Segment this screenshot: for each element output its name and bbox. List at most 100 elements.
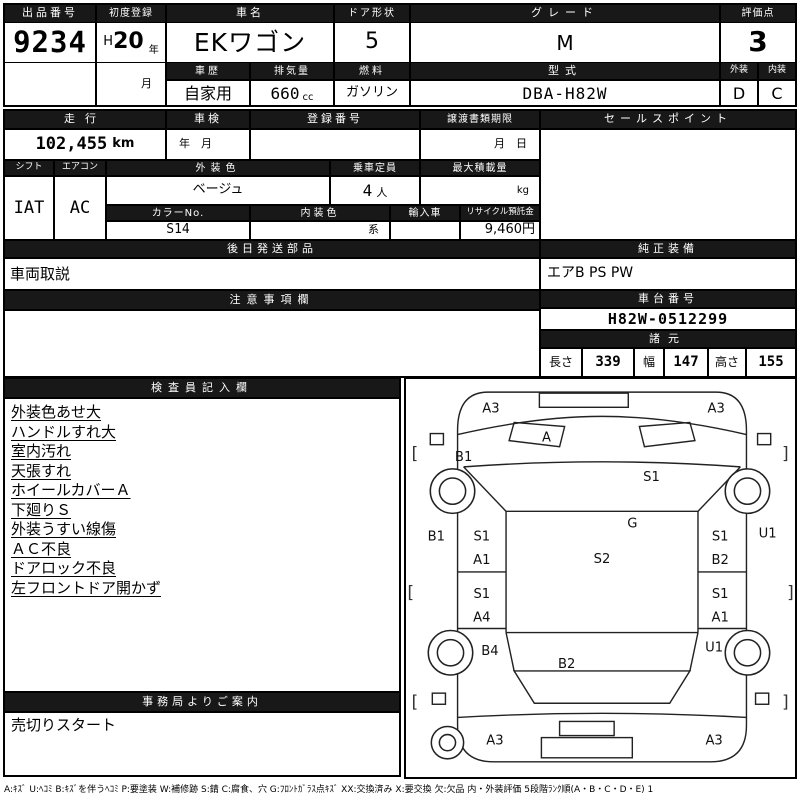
inspector-note: ＡＣ不良 [11,539,72,558]
inspection-expiry-value: 年 月 [166,129,250,160]
exterior-grade-value: D [720,80,758,107]
length-label: 長さ [540,348,582,377]
svg-text:]: ] [786,583,796,603]
model-code-label: 型式 [410,62,720,80]
damage-marker: A3 [705,734,722,749]
damage-marker: U1 [705,641,723,656]
displacement-unit: cc [302,92,314,103]
color-no-label: カラーNo. [106,205,250,221]
inspector-note: 外装うすい線傷 [11,520,117,538]
svg-text:]: ] [781,444,791,464]
damage-marker: G [627,516,637,531]
damage-marker: A3 [482,401,499,416]
transfer-docs-label: 譲渡書類期限 [420,110,540,129]
width-value: 147 [664,348,708,377]
interior-color-label: 内装色 [250,205,390,221]
history-label: 車歴 [166,62,250,80]
capacity-unit: 人 [376,185,388,199]
aircon-value: AC [54,176,106,240]
mileage-number: 102,455 [35,134,108,155]
color-no-value: S14 [106,221,250,240]
damage-code-legend: A:ｷｽﾞ U:ﾍｺﾐ B:ｷｽﾞを伴うﾍｺﾐ P:要塗装 W:補修跡 S:錆 … [4,785,654,795]
damage-marker: B1 [428,530,445,545]
interior-grade-value: C [758,80,796,107]
oem-equipment-label: 純正装備 [540,240,796,258]
damage-marker: B2 [712,553,729,568]
caution-box [4,310,540,377]
chassis-number-value: H82W-0512299 [540,308,796,330]
caution-label: 注意事項欄 [4,290,540,310]
auction-no-value: 9234 [4,22,96,63]
sales-point-value [540,129,796,240]
displacement-number: 660 [270,83,300,103]
capacity-label: 乗車定員 [330,160,420,176]
damage-marker: A3 [707,401,724,416]
damage-marker: A4 [473,610,490,625]
edge-brackets: [] [] [] [405,444,796,712]
grade-label: グレード [410,4,720,23]
first-registration-value: H 20 年 [96,22,166,63]
door-shape-label: ドア形状 [334,4,410,23]
max-load-value: kg [420,176,540,205]
shift-value: IAT [4,176,54,240]
svg-text:[: [ [409,444,419,464]
era-letter: H [103,34,114,50]
damage-marker: S2 [594,552,611,567]
transfer-docs-value: 月 日 [420,129,540,160]
fuel-label: 燃料 [334,62,410,80]
inspection-expiry-label: 車検 [166,110,250,129]
damage-marker: S1 [643,470,660,485]
capacity-number: 4 [362,180,373,200]
recycle-deposit-value: 9,460円 [460,221,540,240]
damage-marker: A3 [486,734,503,749]
damage-marker: B4 [481,644,498,659]
interior-color-value: 系 [250,221,390,240]
car-name-label: 車名 [166,4,334,23]
damage-marker: S1 [712,530,729,545]
svg-text:]: ] [781,692,791,712]
import-label: 輸入車 [390,205,460,221]
registration-number-value [250,129,420,160]
inspector-note: ハンドルすれ大 [11,422,117,441]
car-name-value: EKワゴン [166,22,334,63]
exterior-color-label: 外装色 [106,160,330,176]
inspector-note: 下廻りＳ [11,500,72,519]
inspector-note: 天張すれ [11,461,72,480]
spec-dimensions-label: 諸元 [540,330,796,348]
inspector-note: 外装色あせ大 [11,403,102,421]
inspector-note: ホイールカバーＡ [11,481,131,499]
interior-grade-label: 内装 [758,62,796,80]
later-shipping-parts-value: 車両取説 [4,258,540,290]
auction-no-label: 出品番号 [4,4,96,23]
exterior-grade-label: 外装 [720,62,758,80]
svg-text:[: [ [405,583,415,603]
height-value: 155 [746,348,796,377]
damage-marker: S1 [712,587,729,602]
displacement-label: 排気量 [250,62,334,80]
import-value [390,221,460,240]
oem-equipment-value: エアB PS PW [540,258,796,290]
wheels [427,468,771,760]
score-value: 3 [720,22,796,63]
recycle-deposit-label: リサイクル預託金 [460,205,540,221]
length-value: 339 [582,348,634,377]
fuel-value: ガソリン [334,80,410,107]
inspector-notes-label: 検査員記入欄 [4,378,400,398]
office-info-note: 売切りスタート [4,712,400,777]
era-year: 20 [113,29,144,55]
exterior-color-value: ベージュ [106,176,330,205]
grade-value: M [410,22,720,63]
sales-point-label: セールスポイント [540,110,796,129]
height-label: 高さ [708,348,746,377]
registration-number-label: 登録番号 [250,110,420,129]
auction-no-blank-cell [4,62,96,107]
year-unit: 年 [148,45,159,56]
damage-marker: A1 [712,610,729,625]
inspector-note: ドアロック不良 [11,559,117,577]
model-code-value: DBA-H82W [410,80,720,107]
damage-marker: B2 [558,657,575,672]
history-value: 自家用 [166,80,250,107]
